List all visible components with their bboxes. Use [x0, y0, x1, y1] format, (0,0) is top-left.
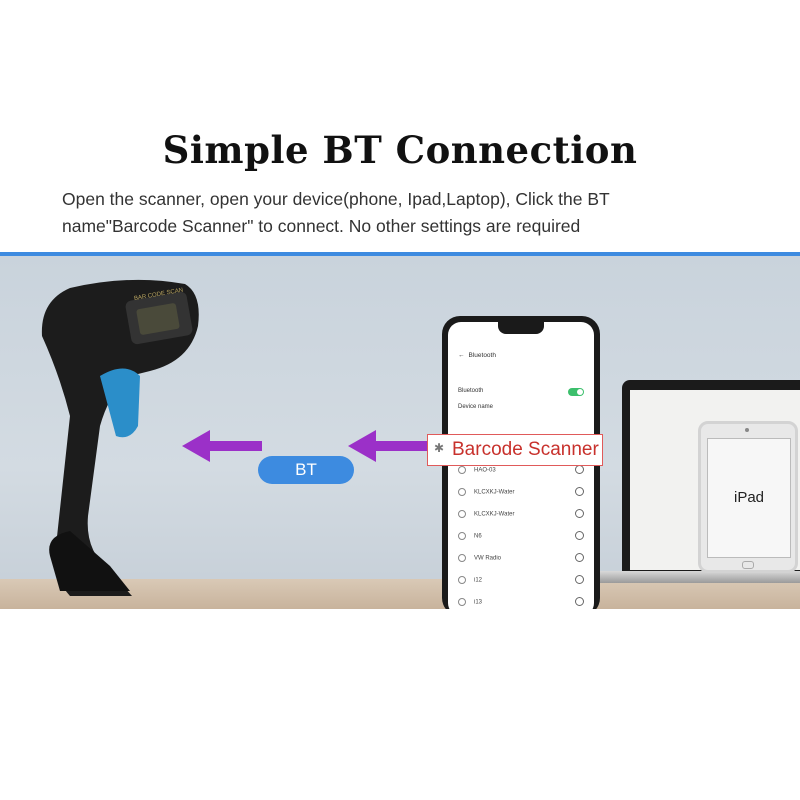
- device-icon: [458, 554, 466, 562]
- device-icon: [458, 466, 466, 474]
- device-list-item[interactable]: i12: [458, 575, 584, 584]
- device-icon: [458, 598, 466, 606]
- ipad-screen: iPad: [707, 438, 791, 558]
- product-scene: BAR CODE SCAN BT iPad ←Bluetooth Bluetoo…: [0, 252, 800, 609]
- device-list-item[interactable]: HAO-03: [458, 465, 584, 474]
- settings-gear-icon[interactable]: [575, 487, 584, 496]
- description: Open the scanner, open your device(phone…: [62, 186, 762, 240]
- device-name: i13: [474, 599, 483, 606]
- device-name: VW Radio: [474, 555, 502, 562]
- settings-gear-icon[interactable]: [575, 553, 584, 562]
- arrow-to-scanner-icon: [182, 430, 262, 462]
- device-list-item[interactable]: N6: [458, 531, 584, 540]
- settings-gear-icon[interactable]: [575, 597, 584, 606]
- device-name: HAO-03: [474, 467, 496, 474]
- bluetooth-icon: ✱: [434, 441, 445, 455]
- table-surface: [0, 579, 800, 609]
- barcode-scanner-image: BAR CODE SCAN: [41, 279, 199, 596]
- device-name: KLCXKJ-Water: [474, 489, 515, 496]
- device-name: N6: [474, 533, 482, 540]
- device-icon: [458, 488, 466, 496]
- bluetooth-toggle[interactable]: [568, 388, 584, 396]
- device-icon: [458, 510, 466, 518]
- device-name: i12: [474, 577, 483, 584]
- bluetooth-label: Bluetooth: [458, 388, 484, 394]
- ipad-image: iPad: [698, 421, 798, 573]
- ipad-label: iPad: [733, 489, 765, 506]
- description-line-2: name"Barcode Scanner" to connect. No oth…: [62, 216, 581, 236]
- device-list-item[interactable]: VW Radio: [458, 553, 584, 562]
- device-list-item[interactable]: KLCXKJ-Water: [458, 509, 584, 518]
- settings-gear-icon[interactable]: [575, 531, 584, 540]
- laptop-base: [590, 571, 800, 583]
- settings-gear-icon[interactable]: [575, 509, 584, 518]
- device-icon: [458, 576, 466, 584]
- phone-screen-title: ←Bluetooth: [458, 352, 496, 359]
- arrow-to-bt-icon: [348, 430, 428, 462]
- ipad-home-button: [742, 561, 754, 569]
- phone-notch: [498, 322, 544, 334]
- description-line-1: Open the scanner, open your device(phone…: [62, 189, 610, 209]
- device-list-item[interactable]: KLCXKJ-Water: [458, 487, 584, 496]
- settings-gear-icon[interactable]: [575, 465, 584, 474]
- device-name-label: Device name: [458, 404, 494, 410]
- phone-screen-title-text: Bluetooth: [468, 352, 496, 359]
- device-icon: [458, 532, 466, 540]
- device-name: KLCXKJ-Water: [474, 511, 515, 518]
- settings-gear-icon[interactable]: [575, 575, 584, 584]
- bt-pill: BT: [258, 456, 354, 484]
- page-title: Simple BT Connection: [162, 128, 638, 172]
- device-list-item[interactable]: i13: [458, 597, 584, 606]
- barcode-scanner-label: Barcode Scanner: [452, 439, 599, 460]
- ipad-camera-icon: [745, 428, 749, 432]
- back-arrow-icon[interactable]: ←: [458, 352, 465, 359]
- barcode-scanner-device-item[interactable]: ✱ Barcode Scanner: [427, 434, 603, 466]
